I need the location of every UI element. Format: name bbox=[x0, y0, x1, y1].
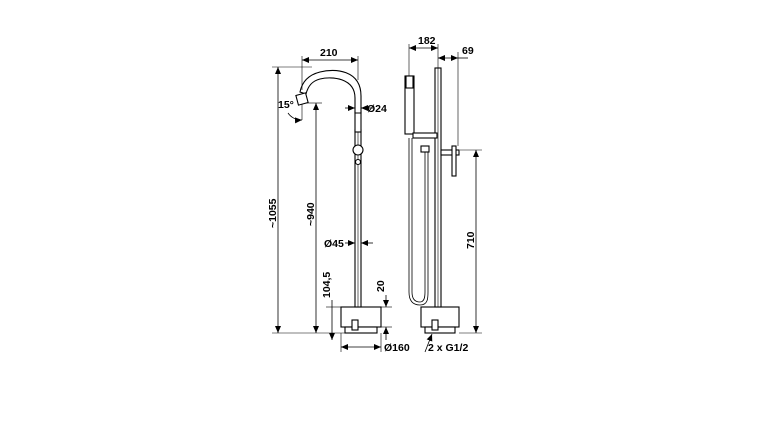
dim-total-height: ~1055 bbox=[267, 198, 279, 228]
dim-base-height: 104,5 bbox=[321, 272, 333, 298]
dim-side-width: 182 bbox=[418, 35, 436, 47]
dim-spout-height: ~940 bbox=[305, 202, 317, 226]
front-base-foot bbox=[344, 326, 378, 334]
dim-base-diameter: Ø160 bbox=[384, 342, 410, 354]
front-spout bbox=[299, 69, 362, 114]
dim-hose-height: 710 bbox=[465, 231, 477, 249]
dim-spout-diameter: Ø24 bbox=[367, 103, 387, 115]
dim-base-plate: 20 bbox=[375, 280, 387, 292]
front-view: 210 15° Ø24 ~1055 ~940 Ø45 104,5 20 Ø160 bbox=[267, 47, 410, 354]
side-hose bbox=[411, 138, 426, 303]
side-base bbox=[420, 306, 460, 328]
dim-column-diameter: Ø45 bbox=[324, 238, 344, 250]
dim-spout-angle: 15° bbox=[278, 99, 294, 111]
dim-spout-reach: 210 bbox=[320, 47, 338, 59]
front-valve-block bbox=[351, 319, 359, 331]
dim-side-offset: 69 bbox=[462, 45, 474, 57]
side-view: 182 69 710 2 x G1/2 bbox=[404, 35, 482, 354]
dim-connections: 2 x G1/2 bbox=[428, 342, 468, 354]
front-mixer-knob bbox=[352, 144, 364, 156]
front-base bbox=[340, 306, 382, 328]
